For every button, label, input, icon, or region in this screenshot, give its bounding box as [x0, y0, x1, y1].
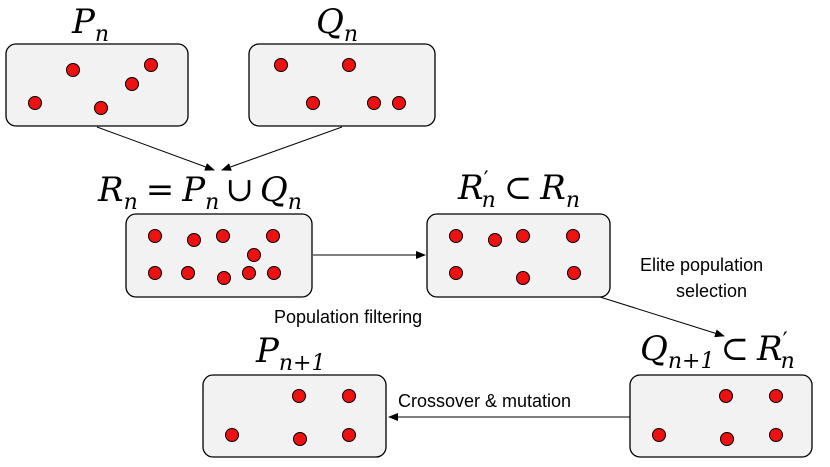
r-prime-label: R′n⊂Rn: [457, 168, 580, 213]
crossover-label: Crossover & mutation: [398, 391, 571, 411]
individual-dot: [392, 96, 406, 110]
r-n-equation: Rn=Pn∪Qn: [97, 170, 302, 215]
individual-dot: [242, 266, 256, 280]
individual-dot: [293, 432, 307, 446]
q-next-label: Qn+1⊂R′n: [640, 329, 795, 374]
individual-dot: [125, 77, 139, 91]
q-n-label: Qn: [316, 2, 358, 47]
individual-dot: [292, 389, 306, 403]
p-n-label: Pn: [71, 2, 109, 47]
individual-dot: [769, 389, 783, 403]
individual-dot: [720, 432, 734, 446]
individual-dot: [342, 428, 356, 442]
individual-dot: [769, 428, 783, 442]
individual-dot: [148, 229, 162, 243]
individual-dot: [187, 233, 201, 247]
individual-dot: [488, 233, 502, 247]
individual-dot: [342, 58, 356, 72]
individual-dot: [216, 229, 230, 243]
individual-dot: [274, 58, 288, 72]
individual-dot: [181, 266, 195, 280]
p-n-box: [5, 43, 189, 127]
individual-dot: [342, 389, 356, 403]
individual-dot: [217, 271, 231, 285]
individual-dot: [66, 63, 80, 77]
p-next-label: Pn+1: [255, 331, 326, 376]
individual-dot: [267, 266, 281, 280]
individual-dot: [449, 266, 463, 280]
individual-dot: [719, 389, 733, 403]
individual-dot: [306, 96, 320, 110]
individual-dot: [148, 266, 162, 280]
elite-arrow: [599, 296, 725, 338]
merge-arrow-p: [96, 126, 215, 171]
individual-dot: [28, 96, 42, 110]
individual-dot: [94, 101, 108, 115]
individual-dot: [566, 229, 580, 243]
elite-selection-label: Elite population selection: [640, 255, 768, 301]
individual-dot: [652, 428, 666, 442]
individual-dot: [225, 428, 239, 442]
population-filtering-label: Population filtering: [274, 307, 422, 327]
individual-dot: [144, 58, 158, 72]
individual-dot: [567, 266, 581, 280]
p-next-box: [202, 374, 387, 458]
individual-dot: [449, 229, 463, 243]
r-n-box: [125, 213, 313, 298]
q-next-box: [629, 374, 813, 458]
individual-dot: [516, 229, 530, 243]
q-n-box: [248, 43, 436, 127]
individual-dot: [367, 96, 381, 110]
merge-arrow-q: [221, 126, 343, 171]
r-prime-box: [426, 213, 611, 298]
individual-dot: [516, 271, 530, 285]
individual-dot: [266, 229, 280, 243]
individual-dot: [247, 248, 261, 262]
